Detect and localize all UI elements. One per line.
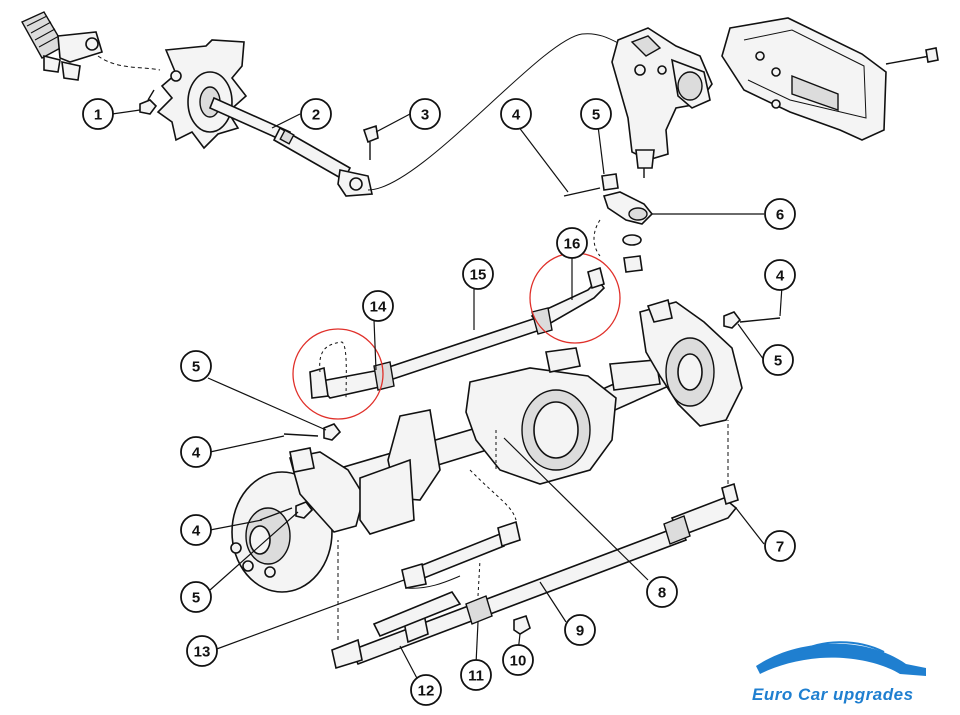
svg-text:5: 5 [192,590,200,607]
callout-5-left: 5 [180,350,212,382]
svg-text:4: 4 [192,523,201,540]
svg-text:5: 5 [192,359,200,376]
intermediate-steering-shaft [208,96,373,197]
right-steering-knuckle [639,298,743,427]
svg-text:2: 2 [312,107,320,124]
axle-bracket [359,458,415,535]
callout-10: 10 [502,644,534,676]
callout-12: 12 [410,674,442,706]
svg-text:16: 16 [564,236,581,253]
euro-car-upgrades-logo: Euro Car upgrades [752,641,926,704]
coupling-nut [139,89,158,115]
callout-11: 11 [460,659,492,691]
svg-text:5: 5 [774,353,782,370]
svg-text:12: 12 [418,683,435,700]
castle-nut-10 [513,614,531,635]
svg-text:9: 9 [576,623,584,640]
callout-6: 6 [764,198,796,230]
castle-nut-right [723,311,742,329]
callout-9: 9 [564,614,596,646]
svg-text:5: 5 [592,107,600,124]
svg-text:1: 1 [94,107,102,124]
callout-1: 1 [82,98,114,130]
callout-5-top: 5 [580,98,612,130]
callout-4-lower: 4 [180,514,212,546]
callout-13: 13 [186,635,218,667]
cotter-pin [563,187,601,197]
svg-text:4: 4 [512,107,521,124]
callout-16: 16 [556,227,588,259]
svg-text:3: 3 [421,107,429,124]
frame-rail [721,17,939,141]
steering-gear [611,27,713,178]
logo-text: Euro Car upgrades [752,685,914,704]
svg-text:4: 4 [192,445,201,462]
pitman-arm [593,173,654,273]
callout-15: 15 [462,258,494,290]
callout-7: 7 [764,530,796,562]
callout-4-top: 4 [500,98,532,130]
clamp-bolt [362,124,379,160]
highlight-ring-left [292,328,384,420]
svg-text:4: 4 [776,268,785,285]
callout-5-lower: 5 [180,581,212,613]
callout-4-right: 4 [764,259,796,291]
castle-nut-left [323,423,342,441]
dash-panel-plate [156,39,248,150]
callout-5-right: 5 [762,344,794,376]
callout-8: 8 [646,576,678,608]
callout-2: 2 [300,98,332,130]
svg-text:8: 8 [658,585,666,602]
drag-link [309,266,606,399]
leader-lines [111,109,783,685]
svg-text:7: 7 [776,539,784,556]
steering-damper [401,469,521,589]
left-steering-knuckle [230,447,365,593]
svg-text:13: 13 [194,644,211,661]
callout-4-left: 4 [180,436,212,468]
svg-text:15: 15 [470,267,487,284]
tie-rod [331,482,739,670]
callout-14: 14 [362,290,394,322]
steering-column-coupling [21,11,103,81]
callout-3: 3 [409,98,441,130]
svg-text:10: 10 [510,653,527,670]
svg-text:11: 11 [468,668,484,685]
svg-text:6: 6 [776,207,784,224]
svg-text:14: 14 [370,299,387,316]
